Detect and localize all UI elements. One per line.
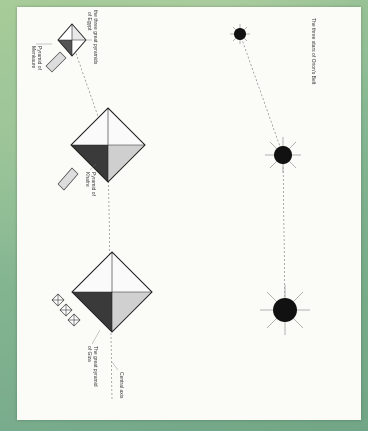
khufu-caption-line2: of Giza [86, 346, 92, 362]
khafre-caption-line2: Khafre [84, 172, 90, 187]
menkaure-caption-line2: Menkaure [30, 46, 36, 68]
star-alignment-line [240, 34, 283, 155]
leader-line [92, 330, 100, 344]
egypt-caption: of Egypt [86, 12, 92, 31]
pyramid-khafre [58, 108, 145, 190]
star-small [230, 24, 250, 44]
central-axis-caption: Central axis [118, 372, 124, 399]
satellite-pyramids [52, 294, 80, 326]
orion-belt-caption: The three stars of Orion's Belt [310, 18, 316, 85]
pyramid-khufu [52, 252, 152, 332]
leader-line [112, 362, 118, 370]
star-medium [265, 137, 301, 173]
star-large [260, 285, 310, 335]
star-alignment-line [283, 155, 285, 310]
